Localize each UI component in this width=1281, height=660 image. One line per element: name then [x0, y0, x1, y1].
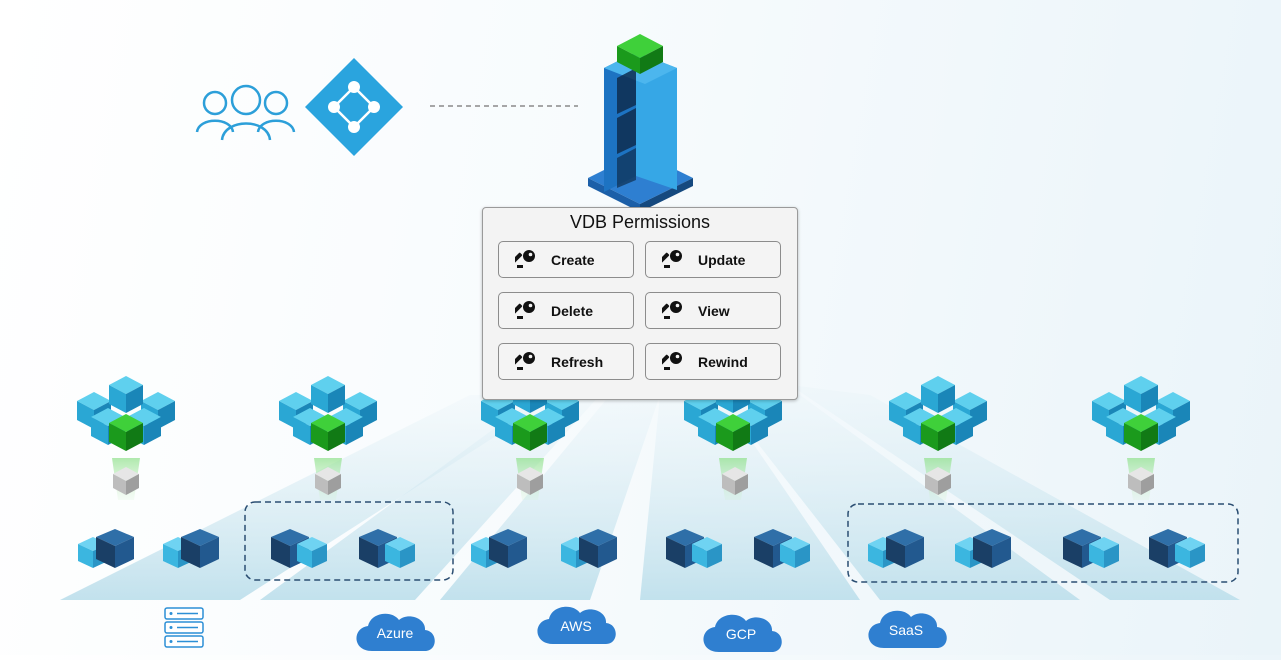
key-icon [662, 351, 682, 370]
server-icon [164, 607, 204, 648]
cloud-label: AWS [560, 618, 591, 634]
cloud-label: Azure [377, 625, 414, 641]
key-icon [662, 300, 682, 319]
view-permission-button[interactable]: View [645, 292, 781, 329]
key-icon [515, 351, 535, 370]
cloud-label: GCP [726, 626, 756, 642]
dashed-group-box [847, 503, 1239, 583]
vdb-permissions-panel: VDB Permissions Create Update Delete Vie… [482, 207, 798, 400]
cloud-icon-saas: SaaS [868, 610, 947, 648]
data-tower-icon [588, 34, 693, 212]
dashed-group-box [244, 501, 454, 581]
delete-permission-button[interactable]: Delete [498, 292, 634, 329]
button-label: Create [551, 251, 595, 268]
dsource-cube-pair [78, 529, 134, 568]
cloud-label: SaaS [889, 622, 923, 638]
key-icon [662, 249, 682, 268]
panel-title: VDB Permissions [569, 212, 711, 232]
update-permission-button[interactable]: Update [645, 241, 781, 278]
beam-group [60, 385, 1240, 600]
dsource-cube-pair [1149, 529, 1205, 568]
cloud-icon-gcp: GCP [703, 614, 782, 652]
button-label: Delete [551, 302, 594, 319]
dsource-cube-pair [471, 529, 527, 568]
key-icon [515, 300, 535, 319]
create-permission-button[interactable]: Create [498, 241, 634, 278]
dsource-cube-pair [163, 529, 219, 568]
button-label: View [698, 302, 730, 319]
button-label: Rewind [698, 353, 748, 370]
key-icon [515, 249, 535, 268]
button-label: Refresh [551, 353, 604, 370]
beam [790, 385, 1240, 600]
users-group-icon [195, 84, 296, 141]
button-label: Update [698, 251, 746, 268]
beam [260, 395, 600, 600]
cloud-icon-aws: AWS [537, 606, 616, 644]
refresh-permission-button[interactable]: Refresh [498, 343, 634, 380]
active-directory-diamond-icon [305, 58, 403, 156]
rewind-permission-button[interactable]: Rewind [645, 343, 781, 380]
cloud-icon-azure: Azure [356, 613, 435, 651]
